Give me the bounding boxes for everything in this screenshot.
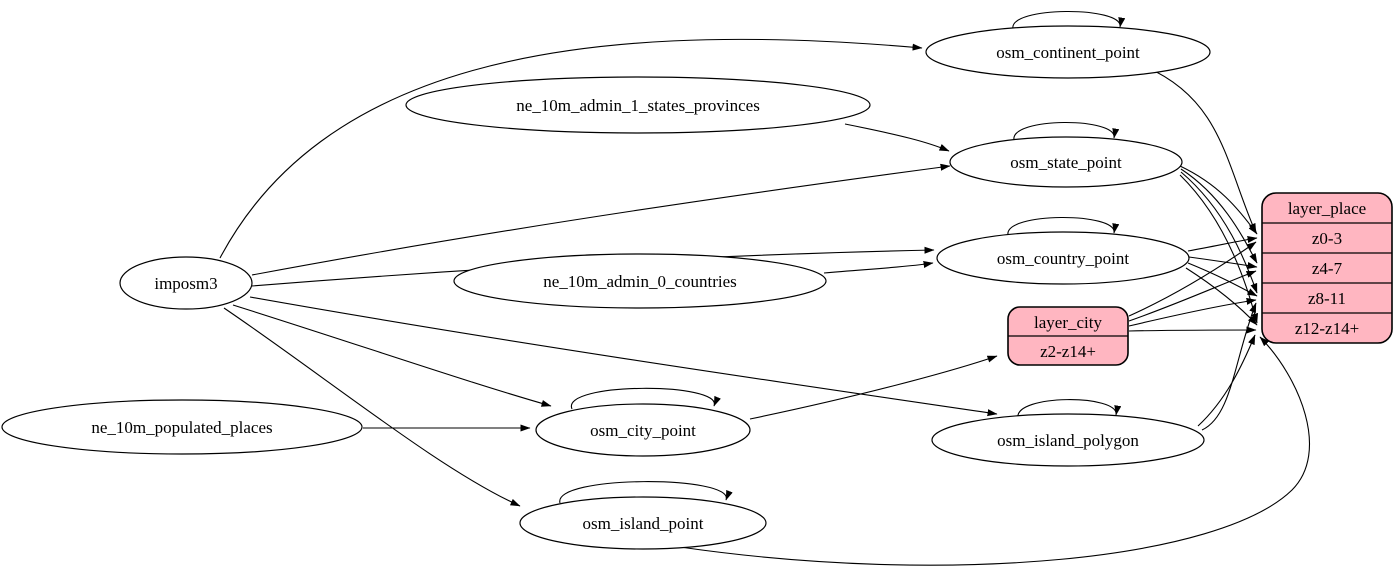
node-osm-continent-point: osm_continent_point (925, 25, 1211, 79)
edge-islandpolygon-z8 (1201, 302, 1257, 431)
admin-0-countries-shape (453, 253, 827, 309)
node-ne-10m-admin-0-countries: ne_10m_admin_0_countries (453, 253, 827, 309)
populated-places-label: ne_10m_populated_places (91, 418, 272, 437)
edge-layercity-z8 (1128, 297, 1257, 327)
edge-group (219, 10, 1310, 566)
self-loop-state (1013, 121, 1120, 141)
layer-place-box (1261, 192, 1393, 344)
edge-state-z4 (1180, 168, 1258, 264)
edge-countries-country (823, 261, 934, 274)
state-point-shape (949, 136, 1183, 188)
continent-point-shape (925, 25, 1211, 79)
layer-place-row-z4-7: z4-7 (1312, 259, 1343, 278)
node-osm-island-polygon: osm_island_polygon (931, 413, 1205, 467)
city-point-label: osm_city_point (590, 421, 696, 440)
edge-layercity-z12 (1128, 326, 1257, 334)
layer-place-row-z0-3: z0-3 (1312, 229, 1342, 248)
layer-place-title: layer_place (1288, 199, 1366, 218)
record-layer-place: layer_place z0-3 z4-7 z8-11 z12-z14+ (1261, 192, 1393, 344)
island-point-label: osm_island_point (583, 514, 704, 533)
self-loop-island-polygon (1017, 399, 1122, 419)
edge-islandpoint-z12 (679, 336, 1310, 566)
node-osm-island-point: osm_island_point (519, 496, 767, 550)
layer-place-row-z12-z14: z12-z14+ (1295, 319, 1359, 338)
edge-state-z0 (1179, 165, 1258, 235)
state-point-label: osm_state_point (1010, 153, 1122, 172)
edge-islandpolygon-z12 (1197, 334, 1256, 427)
self-loop-continent (1012, 10, 1126, 30)
edge-imposm3-continent (219, 38, 923, 259)
self-loop-city (571, 387, 721, 410)
admin-0-countries-label: ne_10m_admin_0_countries (543, 272, 737, 291)
edge-provinces-state (844, 123, 950, 152)
imposm3-label: imposm3 (154, 274, 217, 293)
self-loop-island-point (559, 481, 733, 504)
continent-point-label: osm_continent_point (996, 43, 1140, 62)
layer-city-row-z2-z14: z2-z14+ (1040, 342, 1096, 361)
node-ne-10m-populated-places: ne_10m_populated_places (1, 399, 363, 455)
edge-layercity-z4 (1128, 270, 1257, 322)
island-point-shape (519, 496, 767, 550)
edge-country-z4 (1188, 256, 1258, 269)
island-polygon-shape (931, 413, 1205, 467)
states-provinces-label: ne_10m_admin_1_states_provinces (516, 96, 760, 115)
island-polygon-label: osm_island_polygon (997, 431, 1139, 450)
states-provinces-shape (405, 76, 871, 134)
city-point-shape (535, 403, 751, 457)
edge-city-layercity (749, 355, 998, 420)
country-point-shape (936, 231, 1190, 285)
edge-country-z12 (1185, 267, 1258, 326)
edge-imposm3-city (232, 304, 552, 407)
edge-country-z0 (1187, 236, 1258, 252)
edge-continent-z0 (1145, 66, 1257, 234)
imposm3-shape (119, 256, 253, 310)
populated-places-shape (1, 399, 363, 455)
node-osm-state-point: osm_state_point (949, 136, 1183, 188)
node-ne-10m-admin-1-states-provinces: ne_10m_admin_1_states_provinces (405, 76, 871, 134)
self-loop-country (1007, 216, 1120, 236)
node-osm-country-point: osm_country_point (936, 231, 1190, 285)
node-imposm3: imposm3 (119, 256, 253, 310)
record-layer-city: layer_city z2-z14+ (1007, 306, 1129, 366)
edge-imposm3-island-point (223, 307, 521, 507)
edge-state-z8 (1180, 171, 1258, 294)
edge-layercity-z0 (1128, 241, 1257, 317)
edge-imposm3-state (251, 163, 951, 276)
country-point-label: osm_country_point (997, 249, 1129, 268)
layer-city-title: layer_city (1034, 313, 1102, 332)
edge-imposm3-island-polygon (249, 296, 998, 417)
layer-place-row-z8-11: z8-11 (1308, 289, 1346, 308)
node-osm-city-point: osm_city_point (535, 403, 751, 457)
edge-country-z8 (1187, 262, 1258, 297)
